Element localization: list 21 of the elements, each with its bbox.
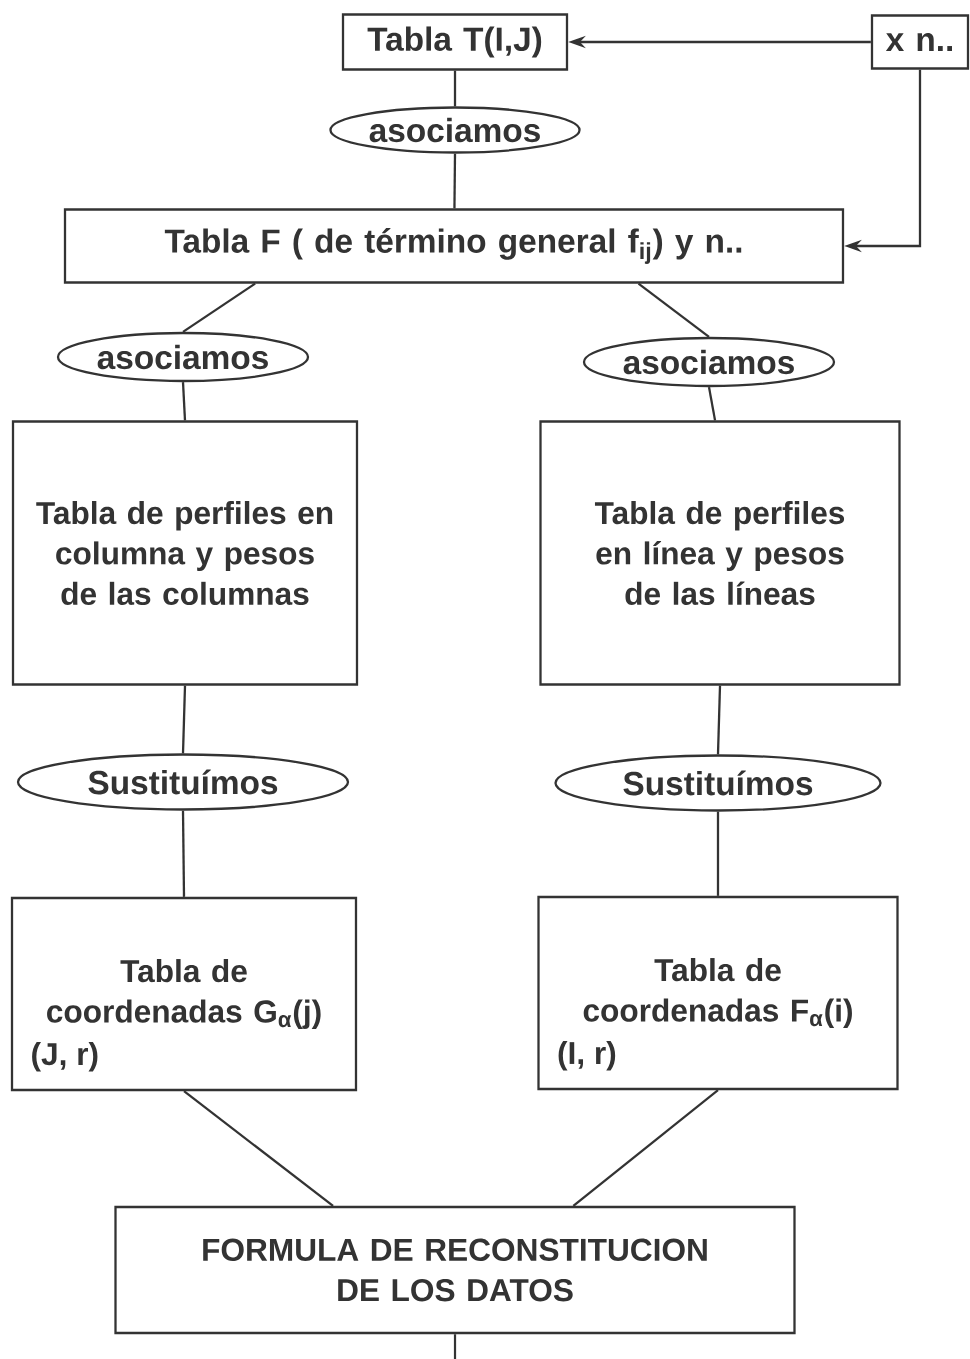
table-box: Tabla de perfiles en columna y pesos de las columnas — [11, 420, 359, 686]
connector — [453, 70, 457, 107]
table-box: Tabla de coordenadas F$_{α}$(i) (I, r) — [537, 895, 899, 1091]
connector — [453, 153, 457, 209]
connector — [572, 1089, 719, 1207]
connector — [453, 1334, 457, 1359]
result-box: FORMULA DE RECONSTITUCION DE LOS DATOS — [114, 1205, 796, 1335]
table-box: Tabla de perfiles en línea y pesos de las líneas — [539, 420, 901, 686]
table-box: Tabla F ( de término general f$_{ij}$) y n.. — [63, 208, 845, 284]
connector — [716, 685, 722, 755]
table-box: Tabla T(I,J) — [341, 13, 569, 71]
connector — [181, 685, 187, 754]
table-box: Tabla de coordenadas G$_{α}$(j) (J, r) — [10, 896, 358, 1092]
connector — [183, 1090, 334, 1207]
connector — [637, 282, 710, 338]
connector — [181, 810, 186, 897]
connector — [707, 386, 717, 421]
table-box: x n.. — [870, 14, 970, 70]
connector — [716, 811, 720, 896]
connector — [181, 382, 187, 421]
connector — [182, 282, 256, 333]
